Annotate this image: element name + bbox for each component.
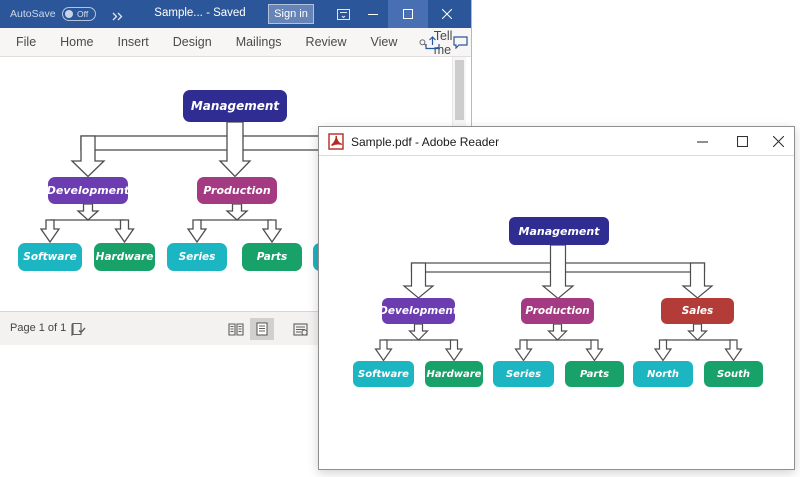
adobe-reader-window: Sample.pdf - Adobe Reader [318, 126, 795, 470]
pdf-icon [328, 133, 344, 155]
org-node-production[interactable]: Production [197, 177, 277, 204]
scrollbar-thumb[interactable] [455, 60, 464, 120]
pdf-org-node-software: Software [353, 361, 414, 387]
org-node-development[interactable]: Development [47, 177, 129, 204]
org-node-management[interactable]: Management [183, 90, 287, 122]
tab-review[interactable]: Review [305, 35, 347, 49]
share-button[interactable] [420, 31, 444, 54]
pdf-org-node-development: Development [379, 298, 458, 324]
tab-view[interactable]: View [370, 35, 398, 49]
tell-me-box[interactable]: Tell me [409, 28, 471, 57]
web-layout-button[interactable] [288, 318, 312, 340]
print-layout-button[interactable] [250, 318, 274, 340]
word-titlebar: AutoSave Off Sample... - Saved Sign in [0, 0, 471, 28]
read-mode-button[interactable] [224, 318, 248, 340]
tab-mailings[interactable]: Mailings [235, 35, 282, 49]
adobe-close-button[interactable] [761, 127, 795, 155]
minimize-button[interactable] [358, 0, 388, 28]
tab-home[interactable]: Home [60, 35, 94, 49]
comment-icon [452, 36, 468, 49]
close-button[interactable] [432, 0, 462, 28]
pdf-org-node-hardware: Hardware [425, 361, 483, 387]
page-indicator[interactable]: Page 1 of 1 [10, 322, 67, 334]
adobe-minimize-button[interactable] [685, 127, 719, 155]
autosave-toggle[interactable]: Off [62, 7, 96, 21]
tab-design[interactable]: Design [172, 35, 212, 49]
org-node-series[interactable]: Series [167, 243, 227, 271]
pdf-org-node-south: South [704, 361, 763, 387]
proofing-check-icon[interactable] [66, 318, 90, 340]
quick-access-overflow-icon[interactable] [112, 8, 123, 26]
adobe-maximize-button[interactable] [725, 127, 759, 155]
ribbon-tab-strip: File Home Insert Design Mailings Review … [4, 28, 471, 57]
org-node-hardware[interactable]: Hardware [94, 243, 155, 271]
org-node-software[interactable]: Software [18, 243, 82, 271]
tell-me-label: Tell me [433, 28, 453, 57]
adobe-window-title: Sample.pdf - Adobe Reader [351, 135, 500, 149]
pdf-org-node-north: North [633, 361, 693, 387]
share-icon [424, 35, 440, 49]
tab-insert[interactable]: Insert [117, 35, 149, 49]
sign-in-button[interactable]: Sign in [268, 4, 314, 24]
ribbon-display-options-button[interactable] [328, 0, 358, 28]
tab-file[interactable]: File [16, 35, 37, 49]
maximize-button[interactable] [388, 0, 428, 28]
pdf-org-node-series: Series [493, 361, 554, 387]
pdf-org-node-management: Management [509, 217, 609, 245]
adobe-titlebar: Sample.pdf - Adobe Reader [319, 127, 794, 156]
autosave-state: Off [77, 9, 89, 19]
word-document-title: Sample... - Saved [154, 7, 246, 19]
pdf-org-node-sales: Sales [661, 298, 734, 324]
pdf-org-node-parts: Parts [565, 361, 624, 387]
comment-button[interactable] [448, 31, 472, 54]
org-node-parts[interactable]: Parts [242, 243, 302, 271]
pdf-org-node-production: Production [521, 298, 594, 324]
word-ribbon: File Home Insert Design Mailings Review … [0, 28, 471, 57]
autosave-label: AutoSave [10, 8, 56, 20]
toggle-knob-icon [65, 10, 73, 18]
